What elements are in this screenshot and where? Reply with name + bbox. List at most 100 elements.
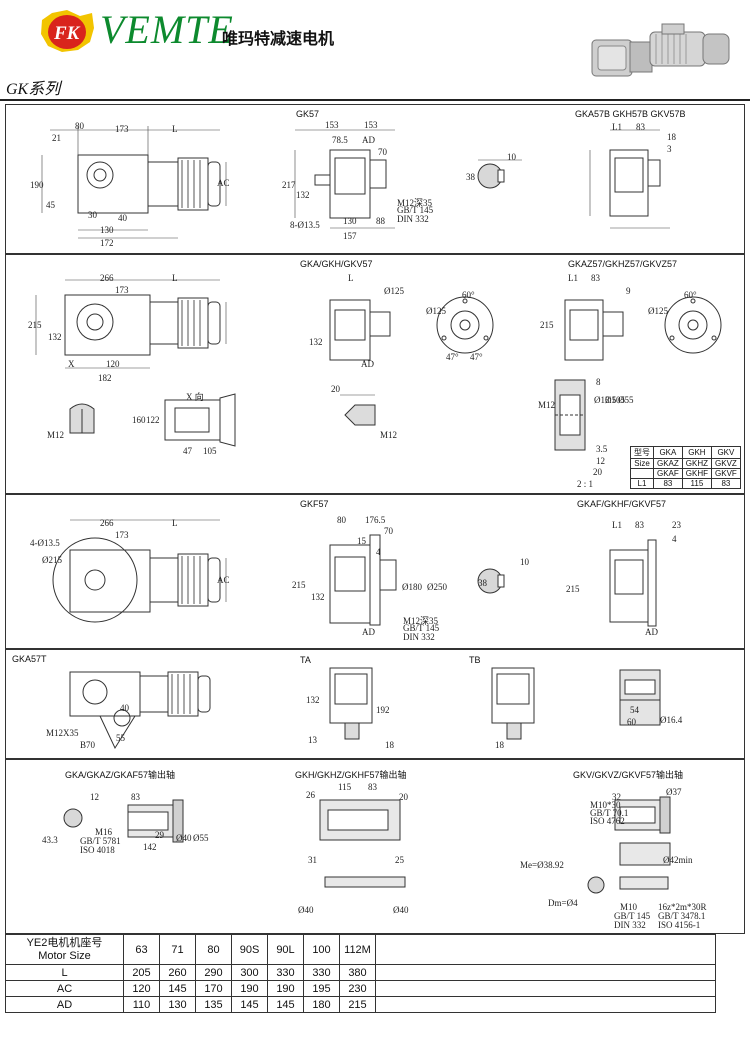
table-cell: GKAF (653, 468, 683, 479)
dim-label: 182 (98, 373, 112, 383)
dim-label: B70 (80, 740, 96, 750)
dim-label: 132 (306, 695, 320, 705)
table-cell: 型号 (630, 446, 654, 459)
dim-label: Ø125 (648, 306, 668, 316)
gkv-output-shaft-view (587, 796, 671, 894)
brand-chinese-name: 唯玛特减速电机 (222, 29, 335, 48)
dim-label: 172 (100, 238, 114, 248)
table-cell: 380 (339, 964, 376, 981)
section-gka57 (5, 254, 745, 494)
table-cell: 120 (123, 980, 160, 997)
dim-label: M12深35 (403, 616, 439, 626)
table-cell: 83 (711, 478, 741, 489)
gkf57-side-view (52, 519, 227, 623)
gearmotor-product-image (591, 23, 730, 77)
table-cell: 135 (195, 996, 232, 1013)
dim-label: Ø125 (384, 286, 404, 296)
svg-text:FK: FK (53, 23, 81, 44)
view-title: GKA57B GKH57B GKV57B (575, 109, 686, 119)
table-row-label: L (5, 964, 124, 981)
flange-circle-view (436, 296, 494, 354)
dim-label: M10*30 (590, 800, 621, 810)
shaft-end-view (340, 394, 376, 426)
dim-label: 20 (593, 467, 602, 477)
section-gkf57 (5, 494, 745, 649)
dim-label: 38 (478, 578, 487, 588)
dim-label: Ø42min (663, 855, 693, 865)
gka57b-front-view (589, 129, 670, 229)
dim-label: 3.5 (596, 444, 608, 454)
dim-label: 215 (292, 580, 306, 590)
tb-view (491, 667, 535, 740)
table-cell: GKVF (711, 468, 741, 479)
dim-label: Ø105 (605, 395, 625, 405)
dim-label: 18 (667, 132, 676, 142)
dim-label: 132 (311, 592, 325, 602)
gkf57-front-view (329, 534, 397, 626)
table-row: AC 120 145 170 190 190 195 230 (5, 980, 716, 997)
dim-label: M12 (380, 430, 398, 440)
dim-label: 8-Ø13.5 (290, 220, 320, 230)
dim-label: 38 (466, 172, 475, 182)
dim-label: 3 (667, 144, 672, 154)
header-label: Motor Size (38, 949, 91, 962)
dim-label: 217 (282, 180, 296, 190)
table-cell: GKA (653, 446, 683, 459)
dim-label: 173 (115, 124, 129, 134)
dim-label: 9 (626, 286, 631, 296)
table-cell: 130 (159, 996, 196, 1013)
dim-label: 266 (100, 273, 114, 283)
table-cell: GKHF (681, 468, 713, 479)
view-title: GKF57 (300, 499, 329, 509)
table-cell: 145 (159, 980, 196, 997)
dim-label: 173 (115, 530, 129, 540)
view-title: GKV/GKVZ/GKVF57输出轴 (573, 770, 684, 780)
table-cell: 260 (159, 964, 196, 981)
dim-label: 47° (470, 352, 483, 362)
dim-label: AD (362, 627, 375, 637)
table-cell: 330 (267, 964, 304, 981)
dim-label: M12深35 (397, 198, 433, 208)
table-row: YE2电机机座号 Motor Size 63 71 80 90S 90L 100… (5, 934, 716, 965)
dim-label: 215 (566, 584, 580, 594)
header-label: YE2电机机座号 (26, 936, 103, 949)
table-cell: GKHZ (681, 458, 713, 469)
torque-arm-detail (619, 669, 661, 726)
table-cell (630, 468, 654, 479)
dim-label: ISO 4018 (80, 845, 115, 855)
dim-label: 83 (591, 273, 600, 283)
dim-label: M12 (538, 400, 556, 410)
dim-label: Dm=Ø4 (548, 898, 578, 908)
table-cell: 115 (681, 478, 713, 489)
gk57-front-view (294, 129, 395, 229)
table-cell: 330 (303, 964, 340, 981)
table-cell: 300 (231, 964, 268, 981)
dim-label: Ø55 (193, 833, 209, 843)
dim-label: 60° (684, 290, 697, 300)
gkaf57-front-view (609, 539, 657, 627)
table-cell: 110 (123, 996, 160, 1013)
dim-label: 47 (183, 446, 192, 456)
table-cell: 215 (339, 996, 376, 1013)
dim-label: AD (645, 627, 658, 637)
view-title: GKH/GKHZ/GKHF57输出轴 (295, 770, 407, 780)
dim-label: 25 (395, 855, 404, 865)
dim-label: GB/T 5781 (80, 836, 121, 846)
gk57-side-view (41, 126, 227, 239)
dim-label: 20 (331, 384, 340, 394)
table-empty-cell (375, 964, 716, 981)
dim-label: Ø37 (666, 787, 682, 797)
motor-size-table: YE2电机机座号 Motor Size 63 71 80 90S 90L 100… (5, 934, 716, 1013)
table-cell: GKH (681, 446, 713, 459)
dim-label: ISO 4156-1 (658, 920, 701, 930)
dim-label: 21 (52, 133, 61, 143)
company-logo: FK (41, 10, 94, 52)
dim-label: 2 : 1 (577, 479, 594, 489)
x-direction-view (164, 393, 236, 447)
dim-label: 8 (596, 377, 601, 387)
dim-label: 176.5 (365, 515, 386, 525)
table-empty-cell (375, 980, 716, 997)
gkaz57-front-view (564, 299, 624, 361)
dim-label: 132 (48, 332, 62, 342)
dim-label: 157 (343, 231, 357, 241)
